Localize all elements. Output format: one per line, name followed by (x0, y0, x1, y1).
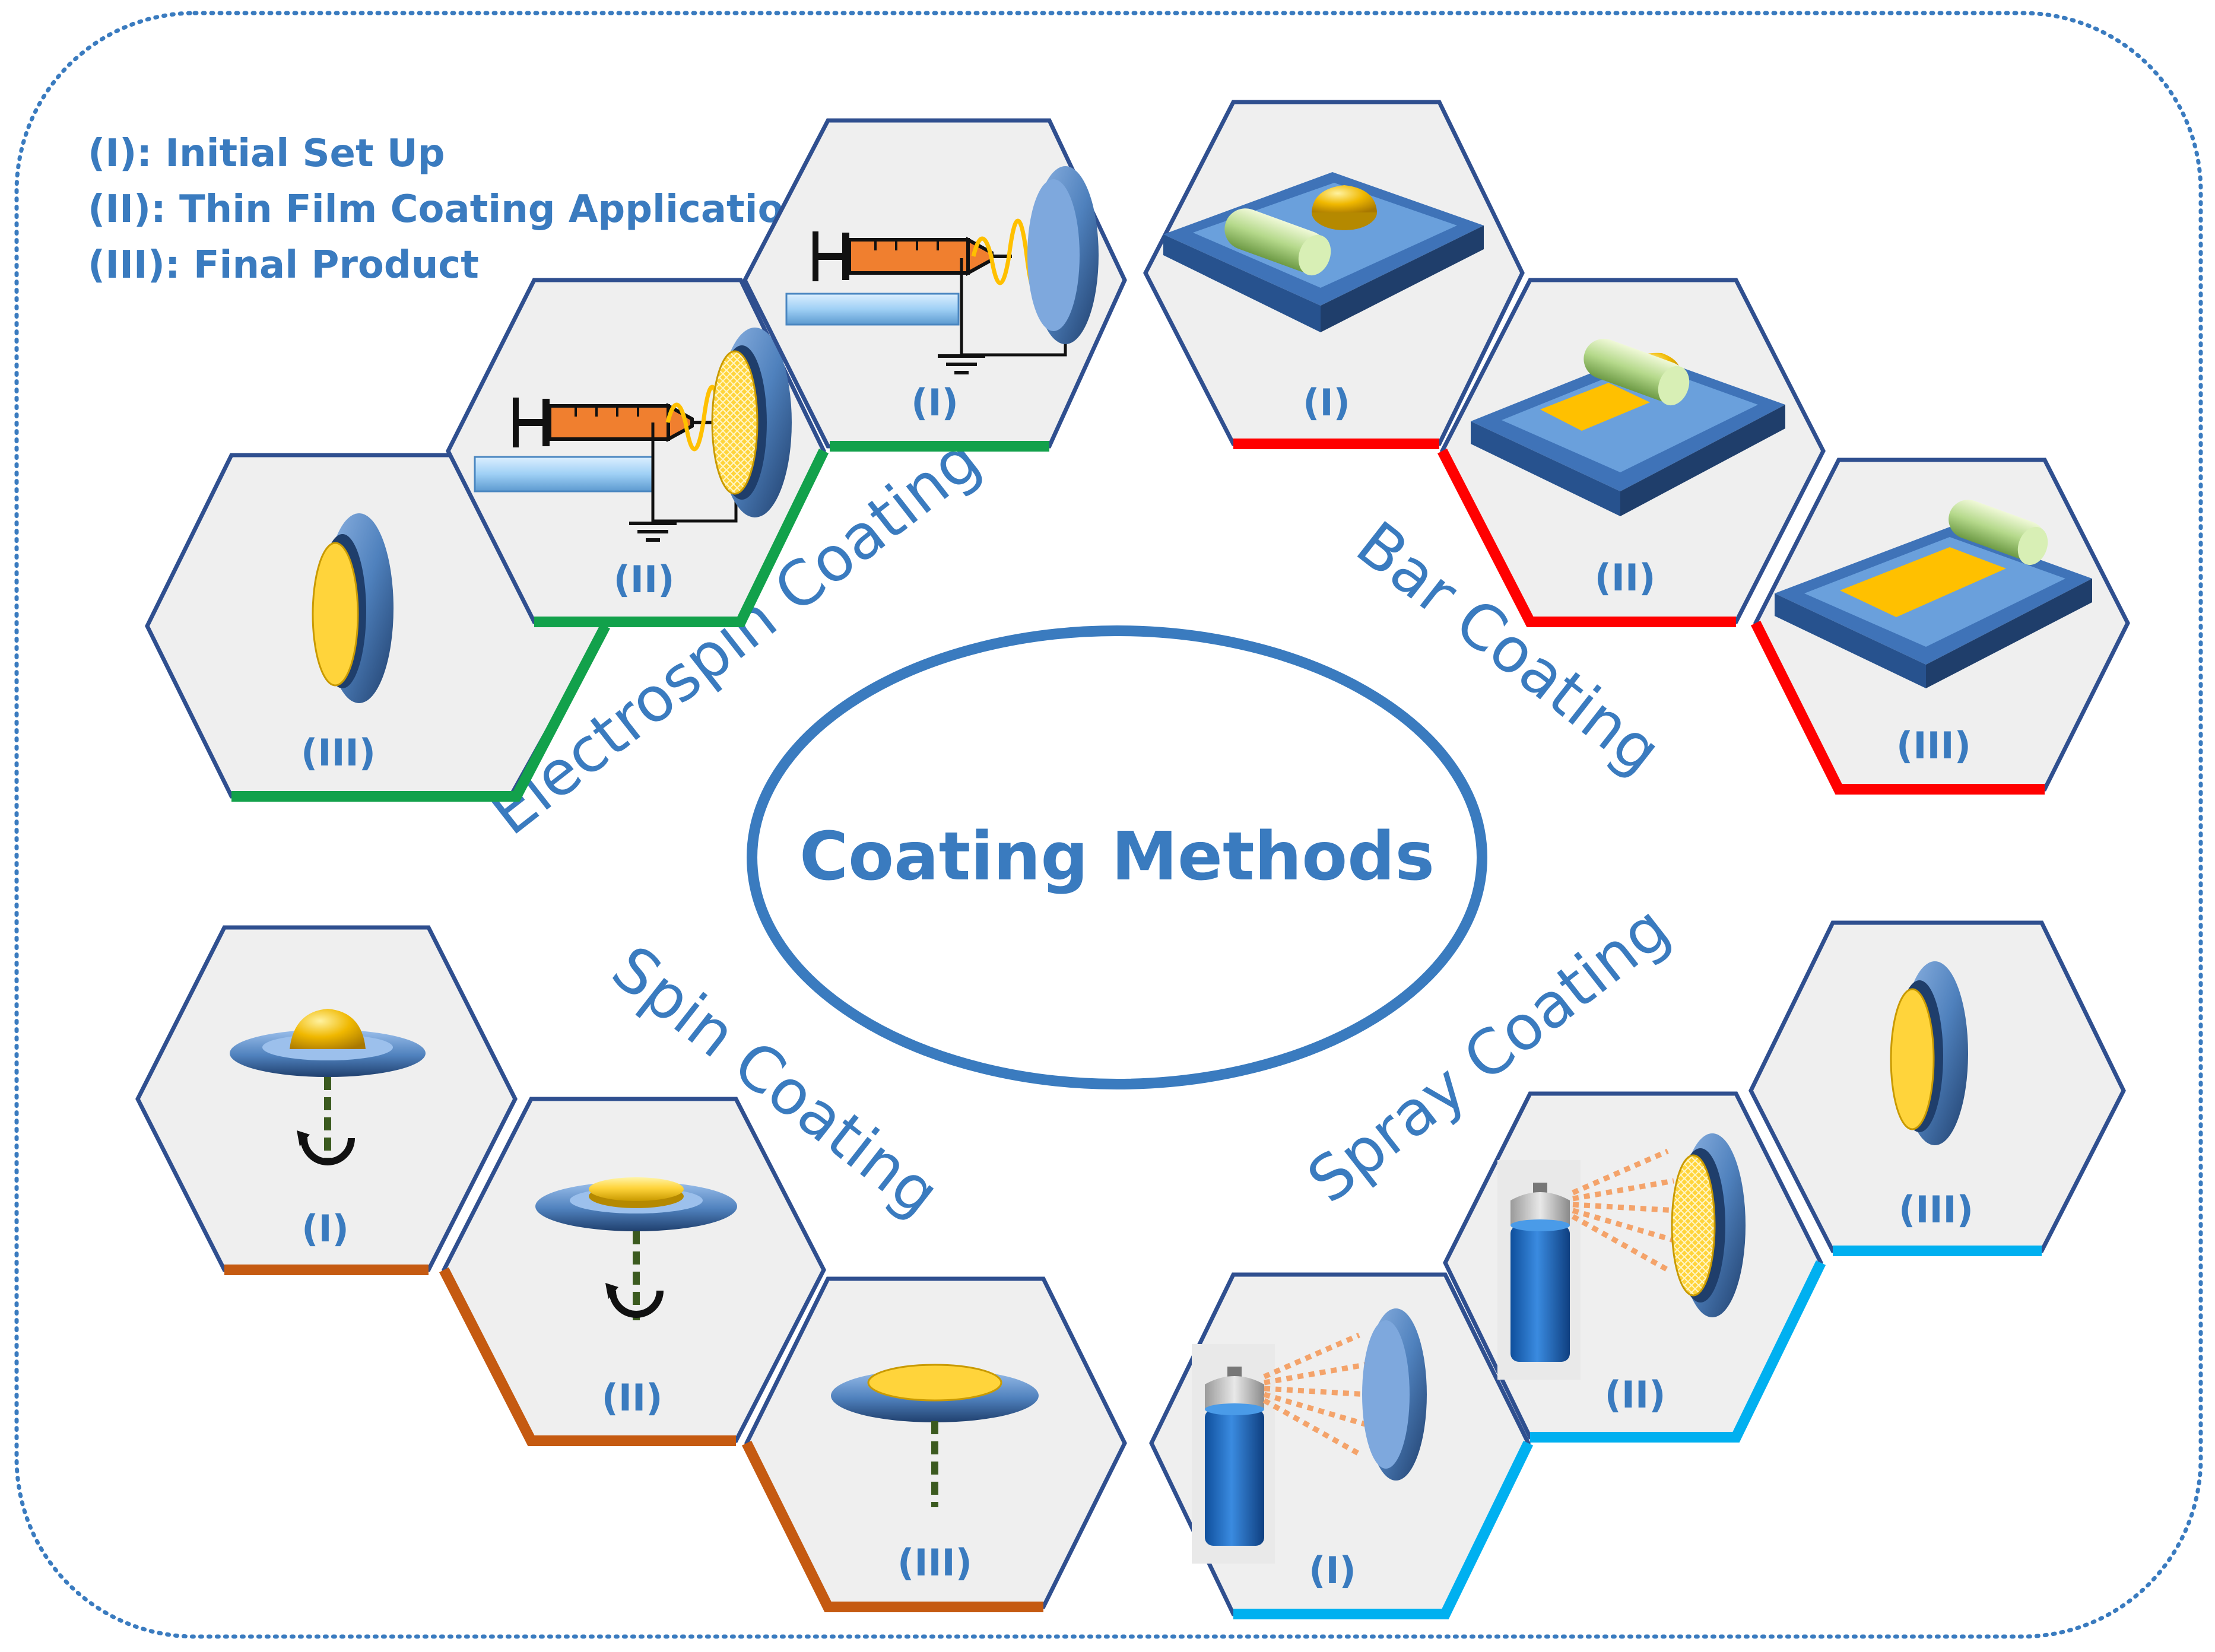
hex-spin-iii: (III) (741, 1276, 1127, 1612)
spin-disc-film-icon (831, 1364, 1039, 1507)
hex-spray-i: (I) (1149, 1272, 1534, 1619)
spray-can-blank-target-icon (1192, 1308, 1427, 1564)
hex-electrospin-ii: (II) (446, 278, 829, 627)
hex-spin-ii: (II) (439, 1097, 826, 1446)
legend-item-initial: (I): Initial Set Up (88, 132, 445, 176)
syringe-fiber-collector-icon (474, 328, 792, 540)
coated-collector-icon (312, 513, 394, 703)
spin-disc-spreading-icon (535, 1177, 737, 1320)
hex-electrospin-i: (I) (742, 118, 1127, 452)
hex-spin-i: (I) (135, 925, 518, 1275)
stage-label-electrospin-i: (I) (911, 381, 959, 424)
sprayed-target-icon (1890, 961, 1968, 1145)
legend-item-application: (II): Thin Film Coating Application (88, 188, 811, 231)
stage-label-electrospin-iii: (III) (301, 731, 376, 774)
stage-label-bar-iii: (III) (1896, 724, 1971, 767)
hex-bar-i: (I) (1143, 100, 1525, 449)
syringe-grounded-collector-icon (785, 166, 1099, 373)
method-group-bar: (I) (II) (1143, 100, 2130, 795)
center-node: Coating Methods (747, 625, 1487, 1089)
stage-label-bar-ii: (II) (1595, 556, 1656, 599)
stage-label-spray-i: (I) (1309, 1549, 1356, 1592)
hex-spray-ii: (II) (1443, 1091, 1826, 1443)
spin-disc-drop-icon (230, 1009, 426, 1165)
stage-label-bar-i: (I) (1303, 381, 1350, 424)
legend: (I): Initial Set Up (II): Thin Film Coat… (88, 132, 811, 287)
stage-label-spin-iii: (III) (897, 1541, 972, 1584)
hex-spray-iii: (III) (1748, 920, 2126, 1256)
bar-spreading-film-icon (1471, 338, 1785, 516)
bar-finished-film-icon (1775, 500, 2092, 688)
center-ellipse (747, 625, 1487, 1089)
method-group-electrospin: (III) (II) (145, 118, 1127, 802)
center-title: Coating Methods (799, 818, 1435, 895)
hex-bar-ii: (II) (1437, 278, 1826, 627)
stage-label-spray-iii: (III) (1899, 1188, 1973, 1231)
outer-frame (14, 11, 2203, 1639)
method-group-spray: (I) (II) (1149, 920, 2126, 1619)
legend-item-final: (III): Final Product (88, 243, 479, 287)
bar-with-drop-icon (1163, 172, 1484, 332)
stage-label-electrospin-ii: (II) (614, 558, 675, 601)
method-group-spin: (I) (II) (II (135, 925, 1127, 1612)
hex-bar-iii: (III) (1750, 458, 2130, 795)
stage-label-spray-ii: (II) (1605, 1373, 1666, 1416)
stage-label-spin-i: (I) (302, 1207, 349, 1250)
stage-label-spin-ii: (II) (602, 1376, 663, 1419)
spray-can-coating-target-icon (1497, 1133, 1746, 1380)
